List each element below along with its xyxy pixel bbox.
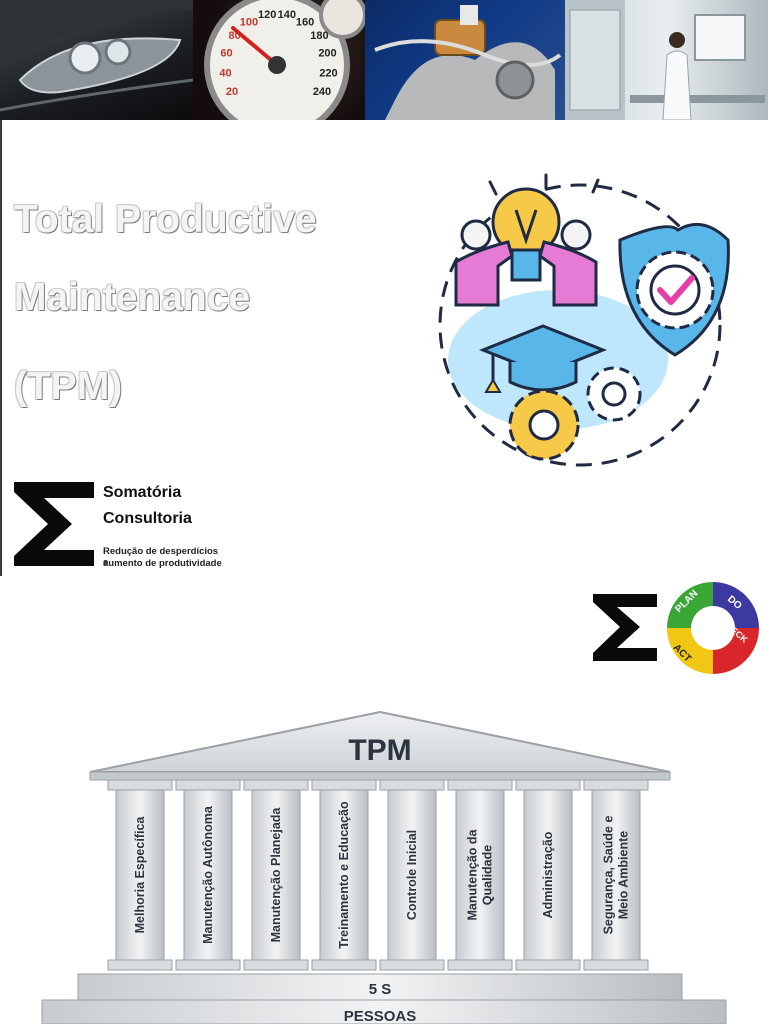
sigma-logo-icon xyxy=(14,482,94,566)
temple-pillar: Manutenção Autônoma xyxy=(175,779,241,971)
temple-pillar-label: Controle Inicial xyxy=(405,830,419,920)
temple-pillar-label: Administração xyxy=(541,831,555,918)
tpm-illustration xyxy=(438,173,730,467)
gauge-number: 120 xyxy=(258,9,276,21)
gauge-number: 200 xyxy=(318,48,336,60)
temple-pillar: Treinamento e Educação xyxy=(311,779,377,971)
gauge-number: 160 xyxy=(296,16,314,28)
logo-name-line1: Somatória xyxy=(103,484,182,501)
gauge-number: 20 xyxy=(226,86,238,98)
temple-base-5s: 5 S xyxy=(369,981,392,998)
logo-name-line2: Consultoria xyxy=(103,510,192,527)
gears-icon xyxy=(508,366,642,461)
lightbulb-icon xyxy=(491,187,561,282)
temple-pillar: Manutenção Planejada xyxy=(243,779,309,971)
sigma-small-icon xyxy=(593,594,657,661)
gauge-number: 100 xyxy=(240,16,258,28)
temple-pillar: Administração xyxy=(515,779,581,971)
gauge-number: 140 xyxy=(278,9,296,21)
temple-pillar: Controle Inicial xyxy=(379,779,445,971)
temple-pillar-label: Segurança, Saúde eMeio Ambiente xyxy=(602,816,631,935)
company-logo: Somatória Consultoria Redução de desperd… xyxy=(8,478,223,574)
logo-tagline-line2: aumento de produtividade xyxy=(103,558,222,569)
temple-pillar-label: Manutenção Planejada xyxy=(269,807,283,943)
temple-pillar-label: Manutenção Autônoma xyxy=(201,805,215,944)
temple-pillar: Manutenção daQualidade xyxy=(447,779,513,971)
car-headlight-photo xyxy=(0,0,193,120)
pdca-cycle-icon: PLAN DO CHECK ACT xyxy=(667,582,759,674)
temple-base-pessoas: PESSOAS xyxy=(344,1008,417,1024)
gauge-number: 240 xyxy=(313,86,331,98)
temple-pillar: Melhoria Específica xyxy=(107,779,173,971)
factory-lab-photo xyxy=(565,0,768,120)
gauge-number: 180 xyxy=(310,30,328,42)
temple-pillar-label: Treinamento e Educação xyxy=(337,801,351,949)
title-line-2: Maintenance xyxy=(14,276,251,319)
gauge-number: 60 xyxy=(220,48,232,60)
temple-pillar: Segurança, Saúde eMeio Ambiente xyxy=(583,779,649,971)
title-line-1: Total Productive xyxy=(14,198,317,241)
shield-gear-check-icon xyxy=(618,222,730,357)
slide-border xyxy=(0,120,2,576)
gauge-number: 220 xyxy=(319,67,337,79)
graduation-cap-icon xyxy=(478,324,608,393)
temple-pillar-label: Melhoria Específica xyxy=(133,816,147,934)
temple-title: TPM xyxy=(348,734,411,767)
title-line-3: (TPM) xyxy=(14,365,123,408)
gauge-number: 40 xyxy=(219,67,231,79)
logo-tagline-line1: Redução de desperdícios e xyxy=(103,546,219,568)
temple-pillar-label: Manutenção daQualidade xyxy=(466,828,495,920)
tpm-temple-diagram: TPM Melhoria Específica Manutenção Autôno… xyxy=(41,710,727,1024)
team-people-icon xyxy=(454,219,598,307)
engine-component-photo xyxy=(365,0,565,120)
